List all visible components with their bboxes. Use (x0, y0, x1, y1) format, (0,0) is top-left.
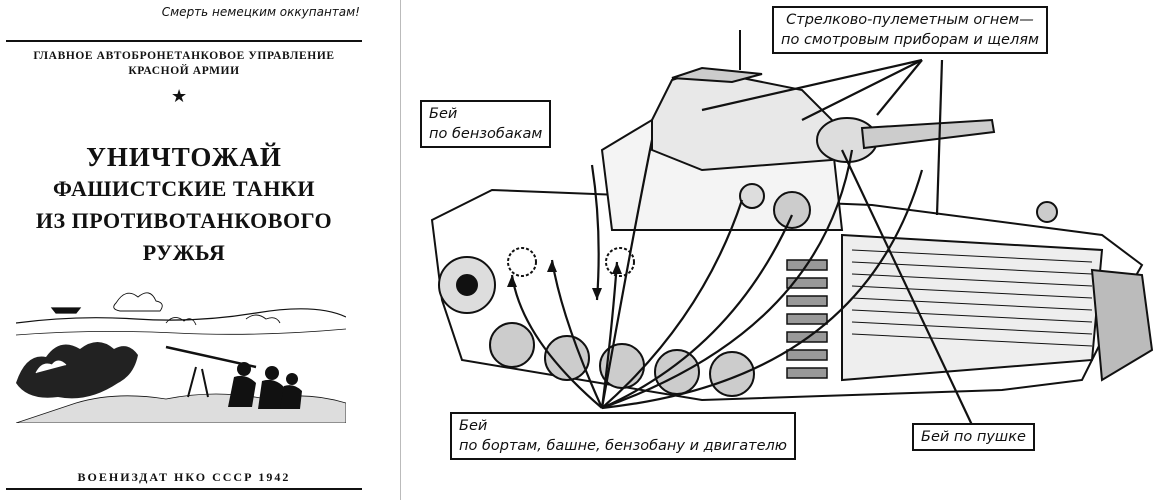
label-top-line-1: Стрелково-пулеметным огнем— (786, 12, 1034, 28)
label-fuel-line-2: по бензобакам (429, 126, 543, 142)
cover-slogan: Смерть немецким оккупантам! (161, 5, 360, 19)
cover-top-rule (6, 40, 362, 42)
title-line-1: УНИЧТОЖАЙ (86, 142, 282, 172)
battlefield-illustration (16, 292, 346, 423)
label-hit-sides: Бей по бортам, башне, бензобану и двигат… (450, 412, 796, 460)
tank-diagram (430, 30, 1154, 426)
publisher-line-2: КРАСНОЙ АРМИИ (128, 65, 240, 77)
cover-bottom-rule (6, 488, 362, 490)
title-line-2: ФАШИСТСКИЕ ТАНКИ (53, 176, 315, 201)
title-line-4: РУЖЬЯ (142, 240, 226, 265)
cover-imprint: ВОЕНИЗДАТ НКО СССР 1942 (77, 470, 291, 484)
star-icon: ★ (171, 86, 188, 107)
label-fuel-line-1: Бей (429, 106, 458, 122)
book-cover: Смерть немецким оккупантам! ГЛАВНОЕ АВТО… (0, 0, 376, 500)
title-line-3: ИЗ ПРОТИВОТАНКОВОГО (35, 208, 333, 233)
label-top-line-2: по смотровым приборам и щелям (781, 32, 1039, 48)
page-divider (400, 0, 401, 500)
publisher-line-1: ГЛАВНОЕ АВТОБРОНЕТАНКОВОЕ УПРАВЛЕНИЕ (33, 50, 335, 62)
label-bottom-line-2: по бортам, башне, бензобану и двигателю (459, 438, 787, 454)
label-hit-fuel-tanks: Бей по бензобакам (420, 100, 552, 148)
label-bottom-line-1: Бей (459, 418, 488, 434)
cover-title: УНИЧТОЖАЙ ФАШИСТСКИЕ ТАНКИ ИЗ ПРОТИВОТАН… (6, 141, 362, 269)
cover-publisher: ГЛАВНОЕ АВТОБРОНЕТАНКОВОЕ УПРАВЛЕНИЕ КРА… (6, 49, 362, 79)
label-hit-gun: Бей по пушке (912, 423, 1035, 451)
label-small-arms-fire: Стрелково-пулеметным огнем— по смотровым… (772, 6, 1048, 54)
